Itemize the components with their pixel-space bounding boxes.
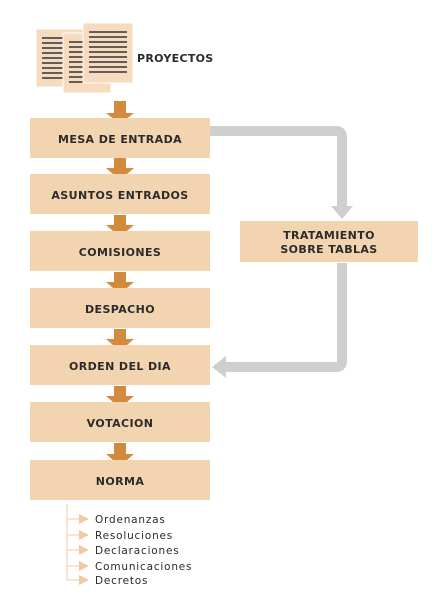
step-mesa-de-entrada: MESA DE ENTRADA [30,118,210,158]
output-ordenanzas: Ordenanzas [95,514,166,526]
step-norma: NORMA [30,460,210,500]
step-comisiones: COMISIONES [30,231,210,271]
gray-arrowhead-down [331,206,353,219]
step-tratamiento-sobre-tablas: TRATAMIENTO SOBRE TABLAS [240,221,418,262]
output-decretos: Decretos [95,575,148,587]
side-step-line2: SOBRE TABLAS [280,243,377,256]
step-label: COMISIONES [79,246,161,259]
step-label: VOTACION [87,417,154,430]
outputs-bracket [66,504,89,585]
step-label: MESA DE ENTRADA [58,133,182,146]
step-label: ORDEN DEL DIA [69,360,171,373]
step-asuntos-entrados: ASUNTOS ENTRADOS [30,174,210,214]
side-step-line1: TRATAMIENTO [283,229,375,242]
output-resoluciones: Resoluciones [95,530,173,542]
step-despacho: DESPACHO [30,288,210,328]
step-label: NORMA [96,475,145,488]
step-label: ASUNTOS ENTRADOS [51,189,188,202]
title-label: PROYECTOS [137,52,214,65]
step-orden-del-dia: ORDEN DEL DIA [30,345,210,385]
gray-branch-arrow-out [210,126,347,208]
output-declaraciones: Declaraciones [95,545,180,557]
step-votacion: VOTACION [30,402,210,442]
documents-icon [35,22,134,94]
gray-arrowhead-left [212,356,226,378]
output-comunicaciones: Comunicaciones [95,561,192,573]
step-label: DESPACHO [85,303,155,316]
gray-branch-arrow-back [224,263,347,372]
